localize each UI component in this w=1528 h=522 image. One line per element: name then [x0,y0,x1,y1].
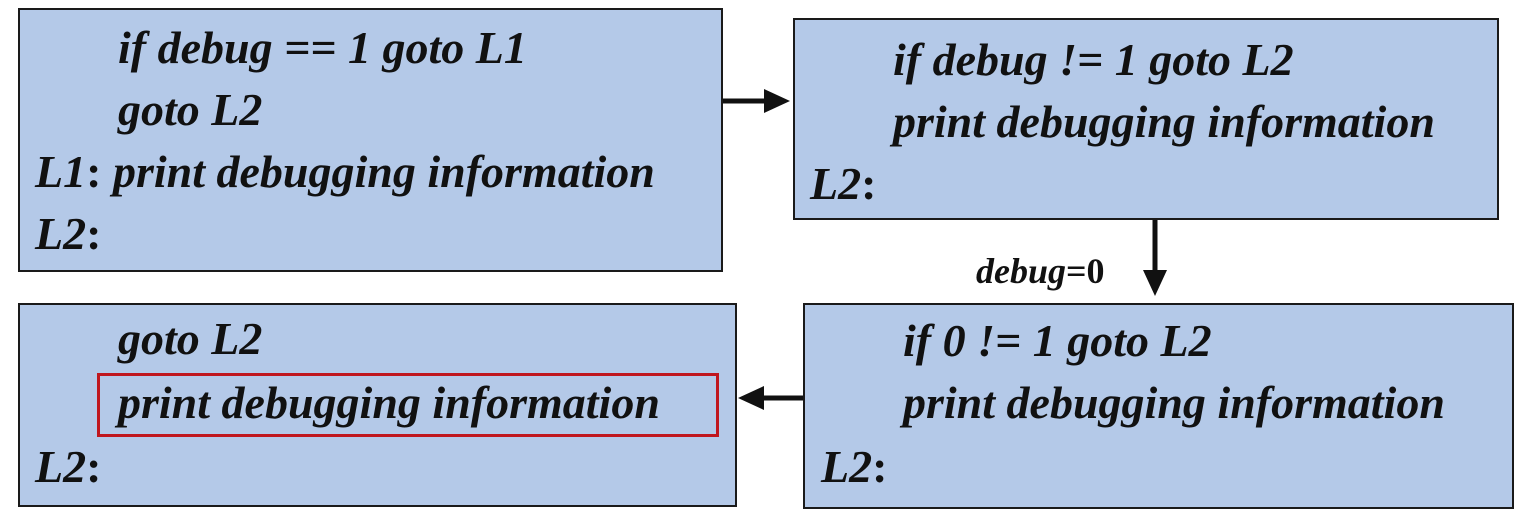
code-line-2: print debugging information [118,377,660,428]
code-box-constant-propagated: if 0 != 1 goto L2 print debugging inform… [803,303,1514,509]
code-text: print debugging information [101,146,655,197]
label-L2: L2 [35,208,87,259]
label-colon: : [872,441,888,492]
arrow-box2-to-box3 [1143,220,1167,296]
arrow-box3-to-box4 [738,386,804,410]
code-line-1: goto L2 [118,313,263,364]
code-line-3: L2: [821,441,887,493]
label-colon: : [861,158,877,209]
edge-label-var: debug [976,251,1066,291]
label-colon: : [86,146,102,197]
code-box-original: if debug == 1 goto L1 goto L2 L1: print … [18,8,723,272]
code-line-1: if debug != 1 goto L2 [893,34,1294,85]
code-box-simplified: goto L2 print debugging information L2: [18,303,737,507]
label-L1: L1 [35,146,87,197]
label-L2: L2 [35,441,87,492]
code-line-2: print debugging information [903,377,1445,428]
dead-code-highlight [97,373,719,437]
code-line-2: print debugging information [893,96,1435,147]
code-line-3: L2: [810,158,876,210]
code-box-inverted-condition: if debug != 1 goto L2 print debugging in… [793,18,1499,220]
code-line-2: goto L2 [118,84,263,135]
edge-label-eq: =0 [1066,251,1105,291]
code-line-3: L2: [35,441,101,493]
code-line-4: L2: [35,208,101,260]
label-colon: : [86,441,102,492]
label-L2: L2 [810,158,862,209]
edge-label-debug-zero: debug=0 [976,250,1105,292]
code-line-3: L1: print debugging information [35,146,655,198]
arrow-box1-to-box2 [722,89,790,113]
label-L2: L2 [821,441,873,492]
code-line-1: if 0 != 1 goto L2 [903,315,1212,366]
label-colon: : [86,208,102,259]
code-line-1: if debug == 1 goto L1 [118,22,527,73]
